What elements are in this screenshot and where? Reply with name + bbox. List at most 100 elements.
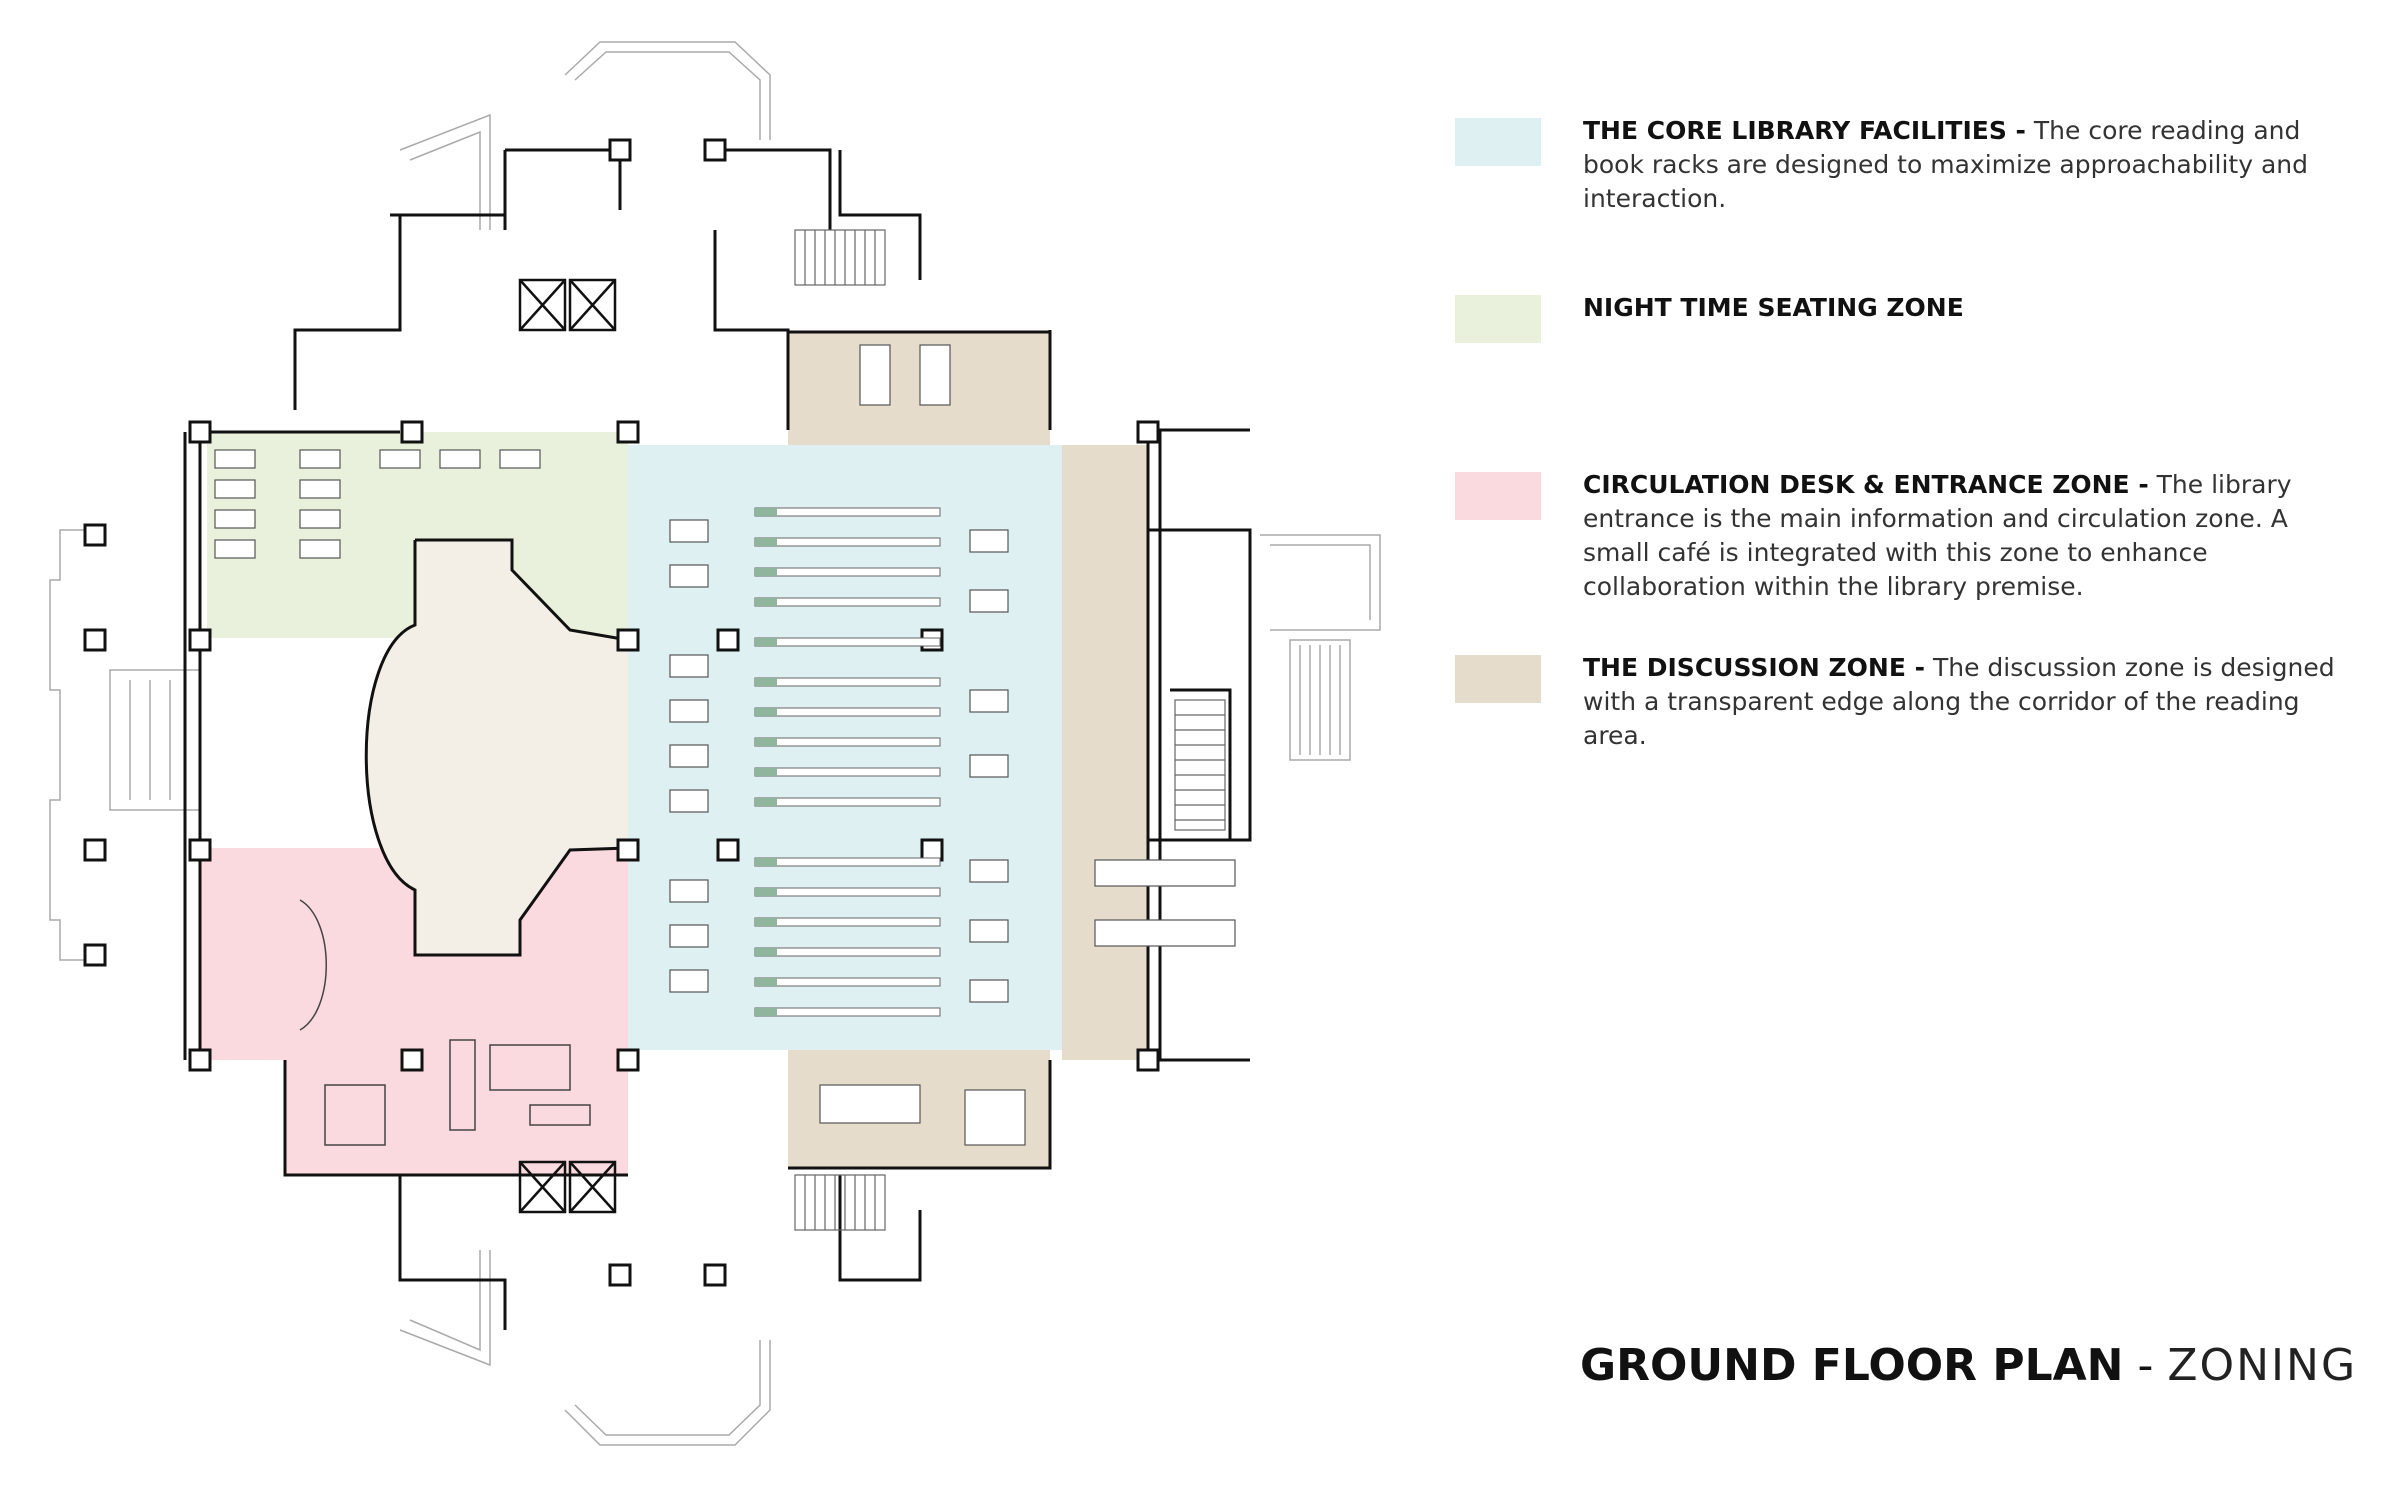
- lift-north-2: [568, 278, 617, 332]
- seating-table: [299, 449, 341, 469]
- column: [188, 628, 212, 652]
- ground-floor-plan-drawing: [49, 41, 1381, 1446]
- reading-table: [669, 924, 709, 948]
- column: [188, 838, 212, 862]
- seating-table: [439, 449, 481, 469]
- reading-table: [669, 879, 709, 903]
- stair-east: [1174, 699, 1226, 831]
- drawing-title-main: GROUND FLOOR PLAN: [1580, 1340, 2124, 1391]
- legend-text: THE CORE LIBRARY FACILITIES - The core r…: [1583, 114, 2353, 216]
- column: [616, 1048, 640, 1072]
- column: [188, 1048, 212, 1072]
- south-wall: [283, 1060, 1052, 1330]
- legend-description: The library entrance is the main informa…: [1583, 470, 2292, 601]
- west-wing-outline: [49, 529, 100, 961]
- lifts: [518, 278, 617, 1214]
- lift-south-2: [568, 1160, 617, 1214]
- south-canopy-outline: [564, 1340, 771, 1446]
- legend-title: NIGHT TIME SEATING ZONE: [1583, 293, 1964, 322]
- legend-description: The core reading and book racks are desi…: [1583, 116, 2308, 213]
- legend-text: CIRCULATION DESK & ENTRANCE ZONE - The l…: [1583, 468, 2353, 604]
- atrium-edge: [364, 538, 629, 957]
- north-terrace-outline: [399, 113, 491, 230]
- seating-table: [379, 449, 421, 469]
- cafe-table: [529, 1104, 591, 1126]
- column: [400, 1048, 424, 1072]
- stair-north: [794, 229, 886, 286]
- book-rack: [754, 857, 941, 867]
- lobby-room: [324, 1084, 386, 1146]
- east-wall: [1146, 428, 1250, 1062]
- drawing-title: GROUND FLOOR PLAN - ZONING: [1580, 1340, 2380, 1391]
- stairs: [794, 229, 1226, 1231]
- reading-table: [969, 979, 1009, 1003]
- east-core-walls: [1148, 528, 1252, 842]
- column: [920, 838, 944, 862]
- column: [1136, 420, 1160, 444]
- column: [716, 838, 740, 862]
- seating-table: [214, 539, 256, 559]
- lift-north-1: [518, 278, 567, 332]
- book-rack: [754, 707, 941, 717]
- book-rack: [754, 947, 941, 957]
- seating-table: [214, 509, 256, 529]
- book-rack: [754, 597, 941, 607]
- book-rack: [754, 637, 941, 647]
- night-seating-swatch: [1455, 295, 1541, 343]
- column: [1136, 1048, 1160, 1072]
- lift-south-1: [518, 1160, 567, 1214]
- meeting-table: [964, 1089, 1026, 1146]
- legend-title: CIRCULATION DESK & ENTRANCE ZONE -: [1583, 470, 2149, 499]
- core-library-swatch: [1455, 118, 1541, 166]
- reading-table: [669, 969, 709, 993]
- meeting-table: [1094, 859, 1236, 887]
- reading-table: [669, 564, 709, 588]
- column: [616, 420, 640, 444]
- legend-title: THE DISCUSSION ZONE -: [1583, 653, 1925, 682]
- column: [83, 628, 107, 652]
- drawing-title-sub: ZONING: [2167, 1340, 2358, 1391]
- seating-table: [299, 479, 341, 499]
- legend-item-discussion-zone: THE DISCUSSION ZONE - The discussion zon…: [1455, 653, 2355, 795]
- core-library-zone-fill: [628, 445, 1062, 1050]
- rack-ends: [755, 508, 777, 1016]
- book-rack: [754, 737, 941, 747]
- reading-table: [969, 919, 1009, 943]
- seating-table: [499, 449, 541, 469]
- zone-fills: [200, 332, 1148, 1175]
- reading-table: [669, 744, 709, 768]
- legend-item-core-library: THE CORE LIBRARY FACILITIES - The core r…: [1455, 116, 2355, 258]
- legend-item-circulation-desk: CIRCULATION DESK & ENTRANCE ZONE - The l…: [1455, 470, 2355, 612]
- book-rack: [754, 977, 941, 987]
- outer-outlines: [49, 41, 1381, 1446]
- book-rack: [754, 567, 941, 577]
- book-rack: [754, 677, 941, 687]
- seating-table: [299, 539, 341, 559]
- column: [616, 838, 640, 862]
- reading-table: [669, 789, 709, 813]
- column: [703, 138, 727, 162]
- reading-table: [969, 589, 1009, 613]
- reading-tables: [669, 519, 1009, 1003]
- discussion-zone-north-fill: [788, 332, 1050, 445]
- column: [703, 1263, 727, 1287]
- reading-table: [969, 754, 1009, 778]
- meeting-table: [819, 1084, 921, 1124]
- discussion-zone-swatch: [1455, 655, 1541, 703]
- meeting-table: [859, 344, 891, 406]
- column: [83, 943, 107, 967]
- north-canopy-outline: [564, 41, 771, 140]
- legend-item-night-seating: NIGHT TIME SEATING ZONE: [1455, 293, 2355, 435]
- book-rack: [754, 1007, 941, 1017]
- east-stair-outline: [1289, 639, 1351, 761]
- column: [83, 523, 107, 547]
- meeting-table: [919, 344, 951, 406]
- columns: [83, 138, 1160, 1287]
- column: [716, 628, 740, 652]
- book-rack: [754, 917, 941, 927]
- column: [400, 420, 424, 444]
- north-east-wing-walls: [713, 230, 1052, 430]
- reading-table: [969, 689, 1009, 713]
- column: [616, 628, 640, 652]
- reading-table: [969, 859, 1009, 883]
